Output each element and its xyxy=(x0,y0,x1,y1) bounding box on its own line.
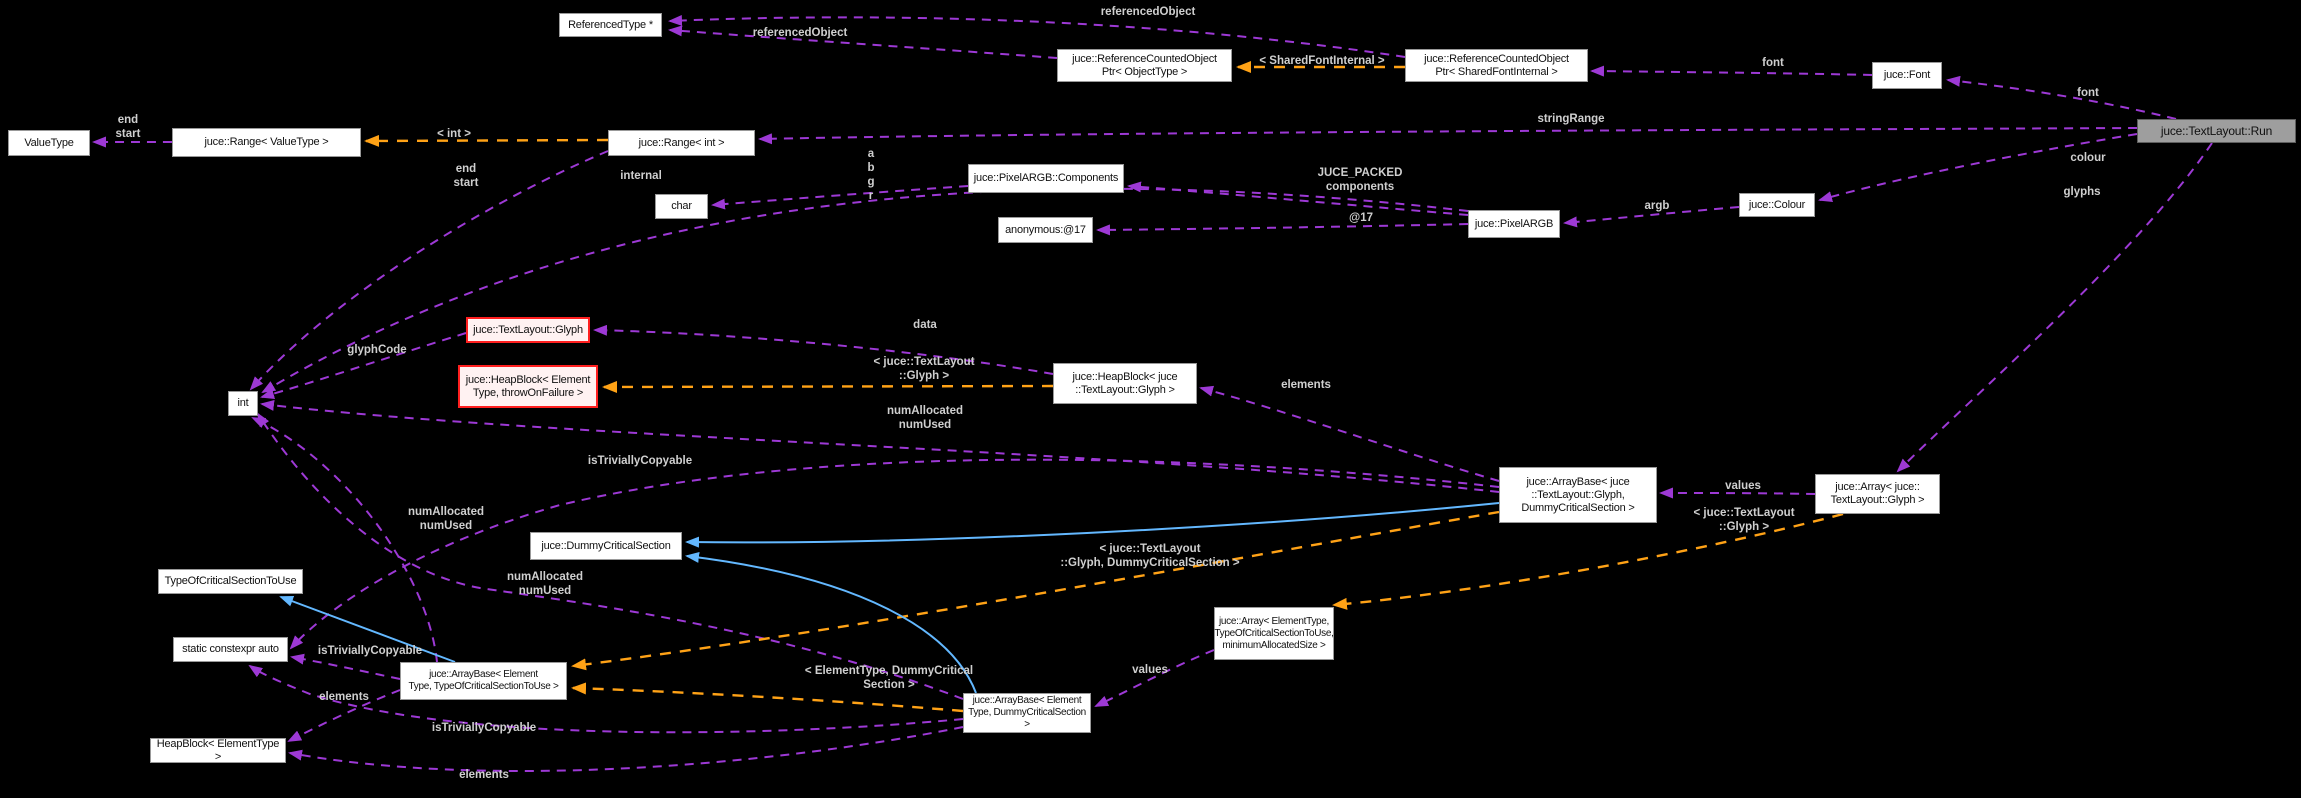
edge-istriviallycopyable-generic xyxy=(290,653,401,680)
edge-label-elements-1: elements xyxy=(1281,379,1331,391)
edge-label-referencedobject-top: referencedObject xyxy=(1100,6,1196,18)
edge-label-int-template: < int > xyxy=(437,128,471,140)
node-refcountedptr-sharedfontinternal[interactable]: juce::ReferenceCountedObject Ptr< Shared… xyxy=(1405,49,1588,82)
edge-label-stringrange: stringRange xyxy=(1537,113,1605,125)
edge-at17 xyxy=(1096,223,1469,236)
edge-label-font-2: font xyxy=(2077,87,2099,99)
edge-label-referencedobject: referencedObject xyxy=(752,27,848,39)
edge-label-istriviallycopyable-1: isTriviallyCopyable xyxy=(587,455,693,467)
edge-label-numallocated-1: numAllocated numUsed xyxy=(886,405,964,431)
edge-glyphcode xyxy=(260,332,467,400)
edge-label-sharedfontinternal: < SharedFontInternal > xyxy=(1259,55,1385,67)
edge-label-juce-packed-components: JUCE_PACKED components xyxy=(1317,167,1403,193)
edge-referencedobject-from-sharedfontptr xyxy=(668,14,1406,58)
edge-label-argb: argb xyxy=(1644,200,1670,212)
edge-stringrange xyxy=(758,127,2138,145)
edge-label-elements-3: elements xyxy=(459,769,509,781)
node-dummycriticalsection[interactable]: juce::DummyCriticalSection xyxy=(530,532,682,560)
edge-label-elements-2: elements xyxy=(319,691,369,703)
edge-numallocated-glyph xyxy=(260,399,1500,493)
node-pixelargb[interactable]: juce::PixelARGB xyxy=(1468,210,1560,238)
node-juce-colour[interactable]: juce::Colour xyxy=(1739,193,1815,217)
node-heapblock-elementtype[interactable]: HeapBlock< ElementType > xyxy=(150,738,286,763)
edge-label-data: data xyxy=(913,319,937,331)
edge-label-abgr: a b g r xyxy=(867,148,875,202)
node-typeofcriticalsectiontouse[interactable]: TypeOfCriticalSectionToUse xyxy=(158,569,303,594)
edge-argb xyxy=(1563,206,1740,228)
edge-abgr xyxy=(711,185,969,210)
edge-template-arraybase-dcs xyxy=(571,682,964,713)
edge-inherit-arraybaseglyph-dummycriticalsection xyxy=(685,502,1500,548)
node-static-constexpr-auto[interactable]: static constexpr auto xyxy=(173,637,288,662)
edge-font-from-run xyxy=(1946,75,2177,120)
node-juce-font[interactable]: juce::Font xyxy=(1872,62,1942,89)
node-referenced-type[interactable]: ReferencedType * xyxy=(559,13,662,37)
edge-internal xyxy=(261,187,1469,394)
edge-template-int xyxy=(364,134,609,147)
node-range-valuetype[interactable]: juce::Range< ValueType > xyxy=(172,128,361,157)
edge-label-colour: colour xyxy=(2070,152,2106,164)
edge-label-values-2: values xyxy=(1132,664,1168,676)
edge-label-numallocated-2: numAllocated numUsed xyxy=(407,506,485,532)
edge-label-glyphs: glyphs xyxy=(2063,186,2101,198)
node-arraybase-elementtype-dcs[interactable]: juce::ArrayBase< Element Type, DummyCrit… xyxy=(963,693,1091,733)
edge-numallocated-dcs xyxy=(256,412,964,700)
edge-inherit-arraybasedcs-dummycriticalsection xyxy=(685,551,977,694)
edge-referencedobject-from-objectptr xyxy=(668,25,1058,59)
node-int[interactable]: int xyxy=(228,391,258,416)
node-textlayout-run[interactable]: juce::TextLayout::Run xyxy=(2137,119,2296,143)
edge-elements-dcs xyxy=(288,726,964,772)
node-range-int[interactable]: juce::Range< int > xyxy=(608,130,755,156)
edge-label-istriviallycopyable-3: isTriviallyCopyable xyxy=(431,722,537,734)
node-array-template[interactable]: juce::Array< ElementType, TypeOfCritical… xyxy=(1214,607,1334,660)
edge-values-generic xyxy=(1094,649,1215,707)
edge-endstart-int xyxy=(249,150,609,391)
edge-glyphs xyxy=(1896,142,2213,473)
edge-numallocated-generic xyxy=(251,417,438,663)
edge-template-arraybase-glyph xyxy=(571,510,1500,671)
edge-data xyxy=(593,324,1054,375)
edge-label-endstart-2: end start xyxy=(453,163,479,189)
edge-template-heapblock-glyph xyxy=(602,380,1054,393)
node-textlayout-glyph[interactable]: juce::TextLayout::Glyph xyxy=(466,317,590,343)
edge-label-arraybase-dcs-template: < ElementType, DummyCritical Section > xyxy=(804,665,974,691)
node-valuetype[interactable]: ValueType xyxy=(8,130,90,156)
edge-elements-glyph xyxy=(1199,385,1500,482)
node-arraybase-template[interactable]: juce::ArrayBase< Element Type, TypeOfCri… xyxy=(400,662,567,700)
edge-template-array-glyph xyxy=(1332,512,1844,610)
node-array-glyph[interactable]: juce::Array< juce:: TextLayout::Glyph > xyxy=(1815,474,1940,514)
node-arraybase-glyph[interactable]: juce::ArrayBase< juce ::TextLayout::Glyp… xyxy=(1499,467,1657,523)
edge-label-internal: internal xyxy=(620,170,662,182)
edge-label-glyphcode: glyphCode xyxy=(347,344,407,356)
edge-label-endstart-1: end start xyxy=(115,114,141,140)
node-heapblock-glyph[interactable]: juce::HeapBlock< juce ::TextLayout::Glyp… xyxy=(1053,363,1197,404)
edge-values-glyph xyxy=(1659,487,1816,499)
edge-istriviallycopyable-glyph xyxy=(289,458,1500,650)
edge-label-arraybase-glyph-template: < juce::TextLayout ::Glyph, DummyCritica… xyxy=(1060,543,1240,569)
node-anonymous-17[interactable]: anonymous:@17 xyxy=(998,217,1093,243)
edge-label-heapblock-glyph-template: < juce::TextLayout ::Glyph > xyxy=(873,356,975,382)
edge-label-values-1: values xyxy=(1725,480,1761,492)
node-char[interactable]: char xyxy=(655,194,708,219)
edge-label-array-glyph-template: < juce::TextLayout ::Glyph > xyxy=(1693,507,1795,533)
node-heapblock-template[interactable]: juce::HeapBlock< Element Type, throwOnFa… xyxy=(458,365,598,408)
edge-inherit-arraybase-typeofcriticalsection xyxy=(279,596,456,663)
node-refcountedptr-objecttype[interactable]: juce::ReferenceCountedObject Ptr< Object… xyxy=(1057,49,1232,82)
edge-label-at17: @17 xyxy=(1348,212,1374,224)
node-pixelargb-components[interactable]: juce::PixelARGB::Components xyxy=(968,164,1124,193)
edge-label-numallocated-3: numAllocated numUsed xyxy=(506,571,584,597)
edge-label-font-1: font xyxy=(1762,57,1784,69)
edge-font-from-jucefont xyxy=(1590,65,1873,77)
edge-label-istriviallycopyable-2: isTriviallyCopyable xyxy=(317,645,423,657)
edge-colour xyxy=(1818,133,2138,202)
